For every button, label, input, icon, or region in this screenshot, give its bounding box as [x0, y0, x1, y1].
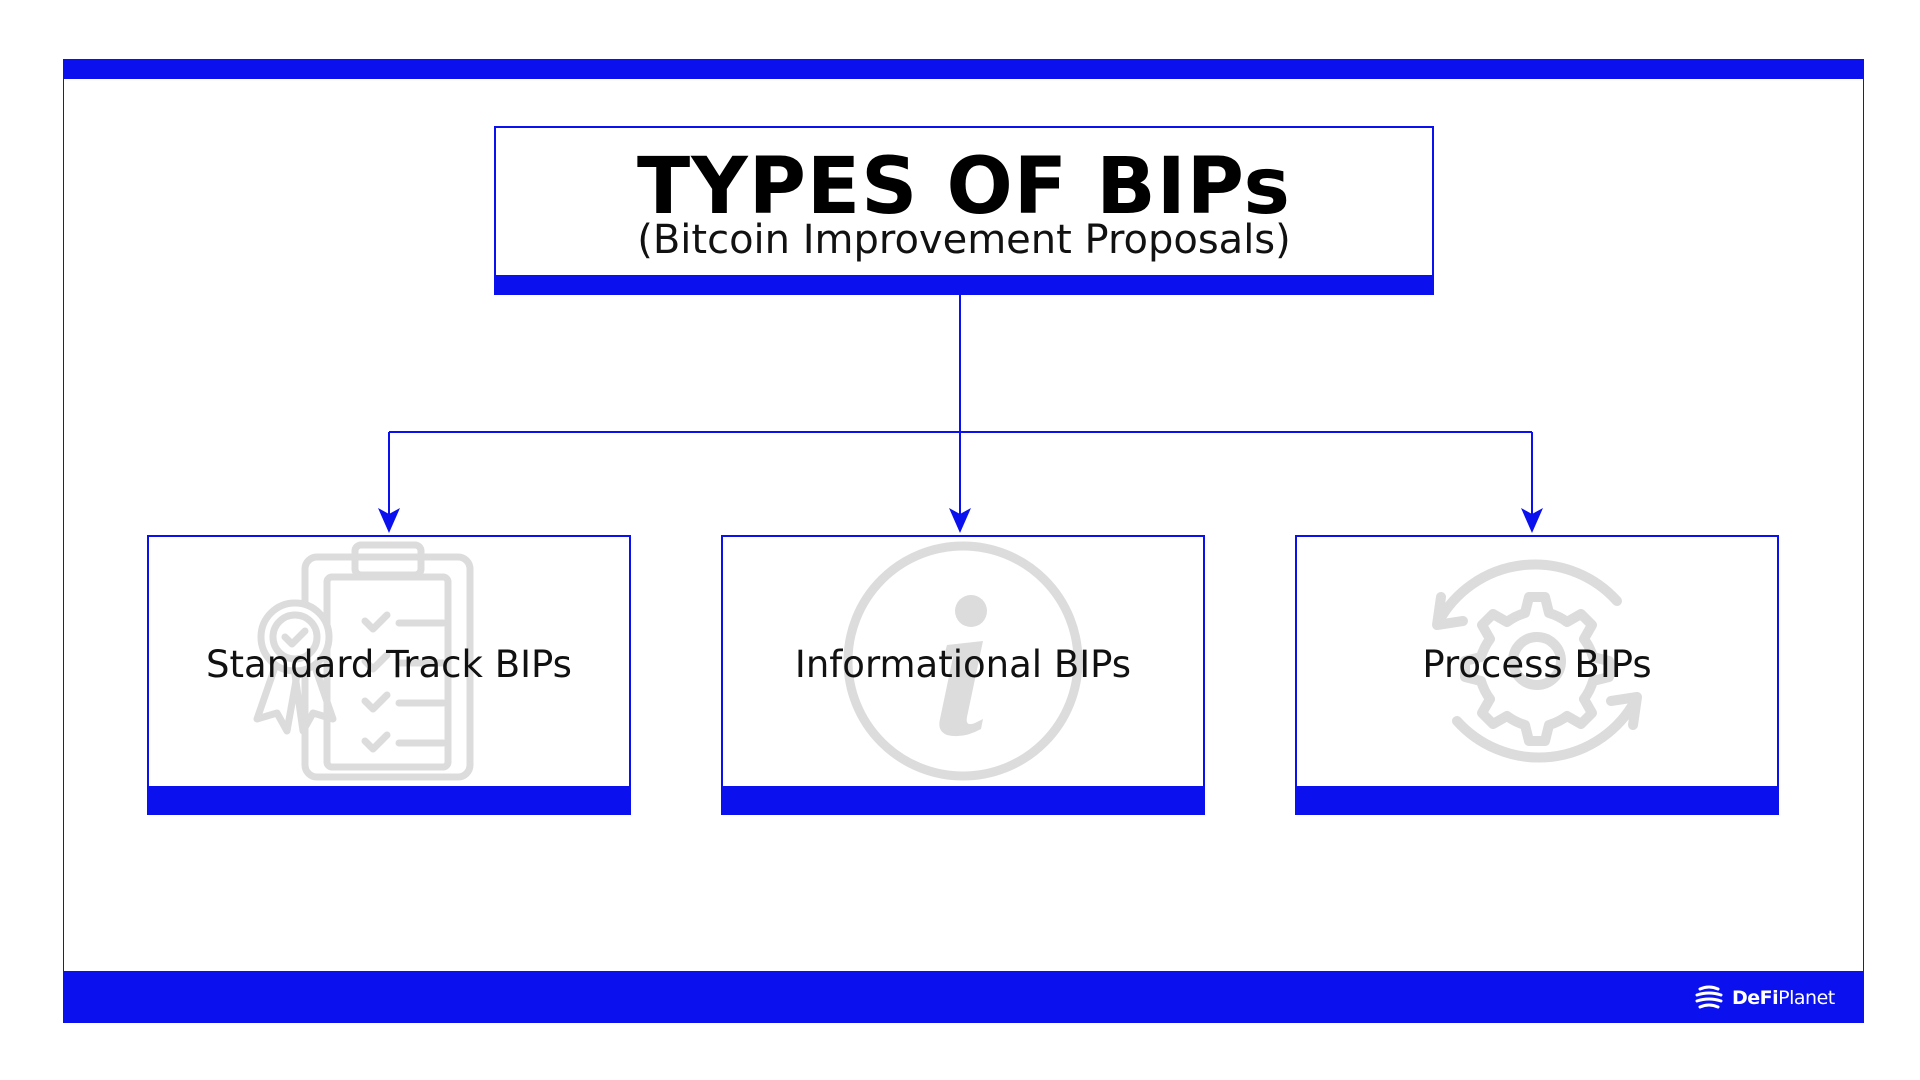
defiplanet-globe-icon — [1695, 985, 1723, 1009]
frame-top-bar — [63, 59, 1864, 79]
defiplanet-logo: DeFiPlanet — [1694, 983, 1835, 1013]
certificate-checklist-icon — [253, 541, 474, 781]
node-label: Informational BIPs — [794, 643, 1132, 686]
node-informational: Informational BIPs — [721, 535, 1205, 815]
diagram-title: TYPES OF BIPs — [637, 142, 1291, 232]
title-box-accent-bar — [496, 275, 1432, 293]
node-label: Process BIPs — [1422, 643, 1652, 686]
arrowhead-right — [1521, 508, 1543, 533]
node-accent-bar — [1297, 786, 1777, 813]
node-process: Process BIPs — [1295, 535, 1779, 815]
arrowhead-left — [378, 508, 400, 533]
node-label: Standard Track BIPs — [206, 643, 572, 686]
arrowhead-center — [949, 508, 971, 533]
logo-text: DeFiPlanet — [1732, 987, 1835, 1009]
node-standard-track: Standard Track BIPs — [147, 535, 631, 815]
diagram-subtitle: (Bitcoin Improvement Proposals) — [637, 217, 1291, 263]
node-accent-bar — [149, 786, 629, 813]
frame-bottom-bar — [63, 971, 1864, 1023]
title-box: TYPES OF BIPs (Bitcoin Improvement Propo… — [494, 126, 1434, 295]
node-accent-bar — [723, 786, 1203, 813]
info-icon — [843, 541, 1083, 781]
gear-cycle-icon — [1432, 559, 1642, 763]
